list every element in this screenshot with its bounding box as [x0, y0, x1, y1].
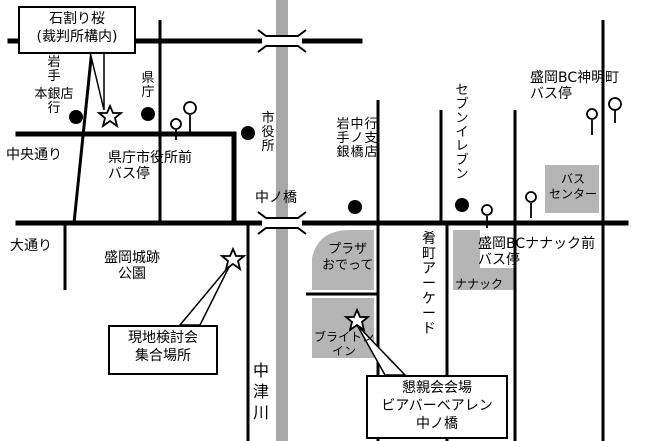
bridges: [257, 29, 307, 235]
star-ishiwari: [96, 103, 124, 129]
dot-shiyakusho: [241, 126, 255, 140]
label-park: 盛岡城跡 公園: [104, 250, 160, 282]
label-kencho: 県庁: [141, 71, 155, 100]
bus-stop-shinmei-2: [608, 97, 622, 123]
label-iwate-bank-1: 岩手: [47, 55, 61, 84]
bus-stop-center: [525, 191, 537, 218]
label-bus-center: バス センター: [549, 172, 598, 201]
building-plaza-odette: [312, 230, 374, 290]
label-shiyakusho: 市役所: [261, 111, 275, 154]
star-meeting: [219, 246, 247, 272]
dot-kencho: [141, 107, 155, 121]
label-brighton-inn: ブライトン イン: [314, 330, 375, 358]
callout-leaders: [89, 51, 407, 376]
label-iwate-bank-branch-1: 岩手銀: [336, 117, 350, 160]
bus-stop-nanak: [481, 204, 493, 228]
label-chuo-dori: 中央通り: [6, 147, 62, 163]
landmark-dots: [69, 107, 469, 214]
bus-stop-kencho-1: [170, 118, 182, 140]
label-nakanohashi: 中ノ橋: [255, 190, 297, 206]
callout-meeting-place: 現地検討会 集合場所: [108, 325, 218, 375]
dot-iwate-bank: [69, 110, 83, 124]
label-nanak-bus: 盛岡BCナナック前 バス停: [478, 236, 596, 268]
bus-stops: [170, 97, 622, 228]
bus-stop-shinmei-1: [586, 108, 598, 135]
label-nanak: ナナック: [455, 277, 504, 291]
label-seven-eleven: セブンイレブン: [455, 83, 469, 182]
label-iwate-bank-branch-3: 行支店: [364, 117, 378, 160]
dot-bank-branch: [348, 200, 362, 214]
label-iwate-bank-2: 本銀店行: [34, 87, 74, 116]
label-nakatsugawa: 中 津 川: [253, 361, 270, 422]
dot-seven: [455, 198, 469, 212]
callout-ishiwari-zakura: 石割り桜 (裁判所構内): [18, 6, 136, 54]
label-odori: 大通り: [10, 238, 52, 254]
label-shinmei-bus: 盛岡BC神明町 バス停: [530, 70, 620, 102]
building-bus-center: [545, 165, 599, 213]
label-iwate-bank-branch-2: 中ノ橋: [350, 117, 364, 160]
label-kencho-bus: 県庁市役所前 バス停: [108, 150, 192, 182]
callout-venue: 懇親会会場 ビアバーベアレン 中ノ橋: [366, 375, 508, 439]
star-venue: [343, 307, 371, 333]
label-plaza-odette: プラザ おでって: [322, 242, 374, 273]
bus-stop-kencho-2: [183, 101, 197, 134]
stars: [96, 103, 371, 333]
streets: [63, 19, 605, 441]
building-nanak: [453, 230, 515, 290]
label-sakana-arcade: 肴町アーケード: [422, 231, 436, 337]
